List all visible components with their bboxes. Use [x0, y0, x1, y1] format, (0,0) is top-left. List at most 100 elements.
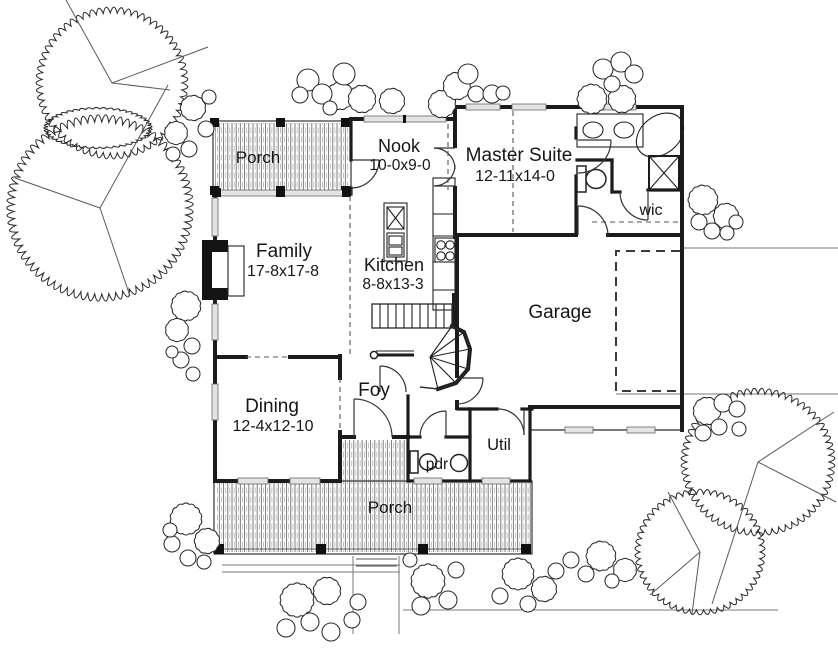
shrub-icon [624, 64, 644, 84]
shrub-icon [165, 345, 179, 359]
shower-icon [648, 155, 680, 191]
master-bath [576, 112, 685, 223]
room-labels: Porch Nook 10-0x9-0 Master Suite 12-11x1… [233, 136, 663, 517]
tree-branch-line [111, 46, 209, 84]
shrub-icon [603, 75, 621, 93]
room-dims-master-suite: 12-11x14-0 [475, 168, 555, 185]
tree-branch-line [711, 461, 759, 605]
bush-icon [347, 84, 377, 114]
bush-icon [530, 575, 557, 603]
shrub-icon [467, 85, 485, 103]
bush-icon [687, 184, 719, 216]
powder-room-fixtures [409, 450, 469, 474]
bush-icon [179, 94, 206, 122]
shrub-icon [343, 611, 361, 629]
room-label-utility: Util [487, 436, 511, 454]
stove-icon [434, 237, 456, 263]
room-label-family: Family [256, 241, 312, 262]
shrub-icon [728, 400, 746, 418]
shrub-icon [447, 561, 465, 579]
shrub-icon [690, 213, 708, 231]
tree-canopy-icon [43, 106, 153, 150]
shrub-icon [547, 562, 565, 580]
bush-icon [170, 290, 202, 322]
bush-icon [613, 557, 637, 583]
tree-canopy-icon [634, 488, 766, 616]
shrub-icon [728, 214, 744, 230]
shrub-icon [411, 596, 431, 616]
tree-branch-line [14, 177, 101, 209]
shrub-icon [162, 522, 178, 538]
room-label-garage: Garage [528, 302, 591, 323]
bush-icon [501, 557, 535, 591]
room-dims-nook: 10-0x9-0 [369, 157, 431, 174]
tree-branch-line [691, 551, 701, 615]
bush-icon [410, 563, 446, 599]
room-label-porch-top: Porch [236, 148, 280, 167]
bush-icon [576, 83, 608, 115]
shrub-icon [197, 120, 215, 138]
shrub-icon [438, 590, 458, 610]
shrub-icon [457, 63, 479, 85]
shrub-icon [196, 554, 212, 570]
tree-canopy-icon [6, 114, 194, 302]
room-dims-dining: 12-4x12-10 [233, 418, 314, 435]
staircase [369, 303, 471, 390]
bush-icon [607, 84, 637, 114]
shrub-icon [402, 552, 418, 568]
shrub-icon [332, 62, 356, 86]
bush-icon [585, 540, 617, 572]
windows [211, 103, 656, 485]
tree-branch-line [65, 0, 113, 84]
shrub-icon [592, 58, 614, 80]
shrub-icon [610, 51, 632, 73]
shrub-icon [495, 85, 511, 101]
shrub-icon [201, 89, 217, 105]
shrub-icon [577, 565, 595, 583]
shrub-icon [703, 222, 721, 240]
master-toilet-icon [576, 165, 607, 193]
shrub-icon [321, 622, 341, 642]
kitchen-counters [383, 177, 456, 311]
shrub-icon [731, 421, 747, 437]
room-label-kitchen: Kitchen [364, 255, 424, 275]
garage-parking-pad [615, 250, 680, 392]
shrub-icon [491, 587, 509, 605]
room-label-porch-bottom: Porch [368, 498, 412, 517]
bush-icon [169, 502, 203, 536]
porch-bottom-deck [213, 440, 533, 555]
shrub-icon [694, 424, 712, 442]
tree-branch-line [667, 491, 701, 553]
room-label-master-suite: Master Suite [466, 145, 573, 166]
tree-branch-line [111, 82, 171, 91]
dashed-guides [349, 111, 680, 392]
room-label-nook: Nook [378, 136, 421, 156]
shrub-icon [296, 68, 320, 92]
bush-icon [164, 120, 188, 146]
shrub-icon [165, 146, 181, 162]
shrub-icon [291, 86, 309, 104]
tree-branch-line [757, 461, 837, 503]
shrub-icon [163, 535, 181, 553]
room-label-foyer: Foy [358, 380, 390, 401]
room-dims-family: 17-8x17-8 [247, 263, 319, 280]
kitchen-island-sink [383, 202, 408, 262]
room-label-powder: pdr [426, 456, 448, 473]
vanity-double-sink [576, 113, 644, 148]
shrub-icon [519, 595, 537, 613]
bush-icon [193, 527, 220, 555]
shrub-icon [183, 337, 201, 355]
bathtub-icon [635, 112, 685, 158]
pdr-toilet-icon [409, 450, 419, 474]
site-lines [222, 247, 838, 634]
bush-icon [378, 87, 405, 115]
vegetation [6, 0, 837, 642]
tree-canopy-icon [680, 387, 836, 537]
room-label-dining: Dining [245, 396, 299, 417]
tree-branch-line [757, 411, 835, 463]
pdr-sink-icon [449, 453, 469, 473]
tree-canopy-icon [35, 6, 189, 160]
door-swings [350, 139, 649, 438]
shrub-icon [604, 573, 620, 589]
